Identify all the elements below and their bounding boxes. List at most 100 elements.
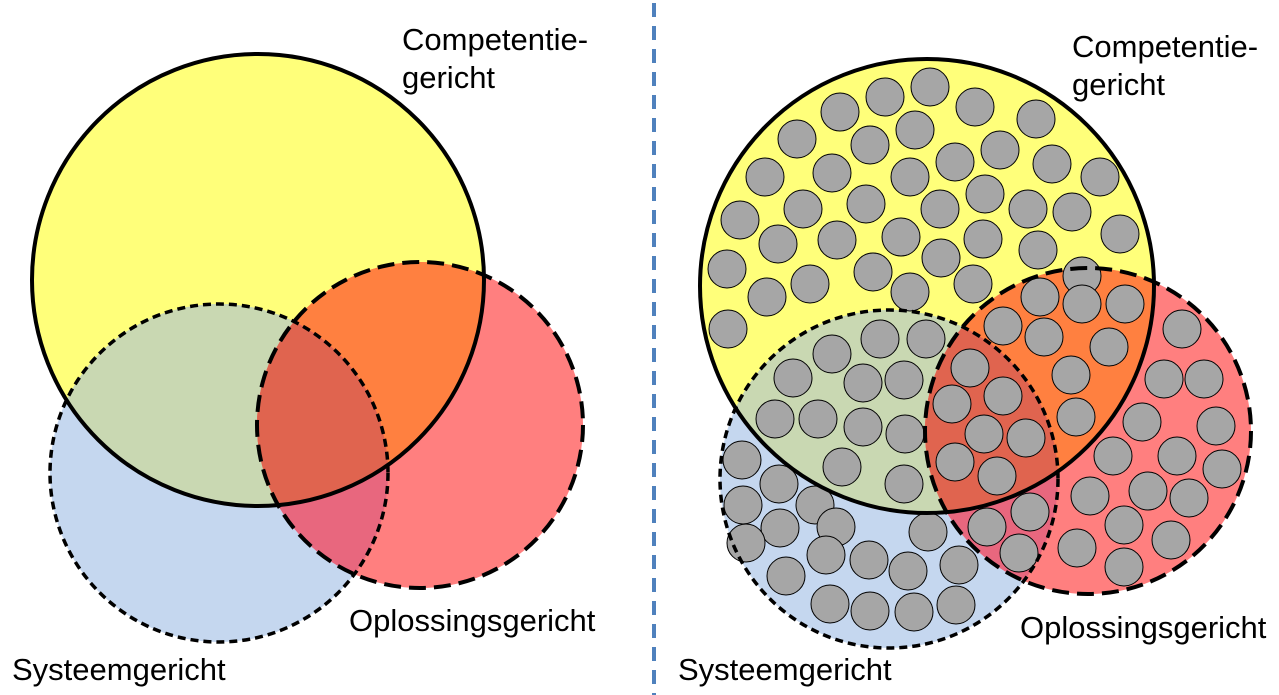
grey-dot [964, 414, 1004, 454]
right-venn [698, 57, 1253, 650]
grey-dot [759, 464, 799, 504]
grey-dot [773, 358, 813, 398]
right-label-oplossingsgericht: Oplossingsgericht [1020, 610, 1267, 645]
right-label-competentie-line1: Competentie- [1072, 29, 1259, 64]
grey-dot [820, 92, 860, 132]
left-label-competentie-line2: gericht [402, 60, 496, 95]
grey-dot [850, 591, 890, 631]
grey-dot [908, 512, 948, 552]
grey-dot [790, 264, 830, 304]
grey-dot [783, 189, 823, 229]
grey-dot [921, 238, 961, 278]
grey-dot [983, 376, 1023, 416]
right-oplossings-outline [923, 266, 1253, 596]
grey-dot [890, 272, 930, 312]
grey-dot [1169, 478, 1209, 518]
grey-dot [1196, 406, 1236, 446]
left-label-competentie-line1: Competentie- [402, 22, 589, 57]
grey-dot [760, 508, 800, 548]
grey-dot [1010, 492, 1050, 532]
grey-dot [755, 399, 795, 439]
right-competentie-outline [698, 57, 1156, 515]
grey-dot [980, 130, 1020, 170]
grey-dot [722, 440, 762, 480]
grey-dot [1151, 520, 1191, 560]
grey-dot [884, 360, 924, 400]
grey-dot [1020, 277, 1060, 317]
grey-dot [843, 407, 883, 447]
grey-dot [1070, 476, 1110, 516]
grey-dot [967, 507, 1007, 547]
right-label-competentie-line2: gericht [1072, 67, 1166, 102]
grey-dot [890, 157, 930, 197]
left-venn [30, 52, 585, 644]
grey-dot [1062, 284, 1102, 324]
grey-dot [888, 551, 928, 591]
grey-dot [983, 306, 1023, 346]
grey-dot [906, 319, 946, 359]
grey-dot [1052, 192, 1092, 232]
right-label-systeemgericht: Systeemgericht [678, 652, 892, 687]
grey-dot [955, 87, 995, 127]
left-oplossings-outline [255, 260, 585, 590]
grey-dot [747, 277, 787, 317]
grey-dot [1162, 309, 1202, 349]
grey-dot [932, 384, 972, 424]
grey-dot [843, 363, 883, 403]
grey-dot [860, 319, 900, 359]
left-competentie-outline [30, 52, 486, 508]
grey-dot [1018, 230, 1058, 270]
grey-dot [798, 399, 838, 439]
grey-dot [1051, 355, 1091, 395]
grey-dot [1008, 189, 1048, 229]
grey-dot [1024, 317, 1064, 357]
grey-dot [1184, 359, 1224, 399]
grey-dot [865, 77, 905, 117]
grey-dot [806, 535, 846, 575]
grey-dot [1016, 99, 1056, 139]
grey-dot [894, 592, 934, 632]
grey-dot [1093, 436, 1133, 476]
grey-dot [1128, 471, 1168, 511]
grey-dot [1100, 214, 1140, 254]
grey-dot [1080, 157, 1120, 197]
grey-dot [963, 219, 1003, 259]
grey-dot [766, 556, 806, 596]
grey-dot [1144, 359, 1184, 399]
grey-dot [935, 142, 975, 182]
grey-dot [1089, 327, 1129, 367]
grey-dot [884, 464, 924, 504]
grey-dot [720, 200, 760, 240]
grey-dot [708, 309, 748, 349]
grey-dot [885, 414, 925, 454]
grey-dot [1032, 144, 1072, 184]
grey-dot [812, 334, 852, 374]
grey-dot [1104, 547, 1144, 587]
grey-dot [881, 217, 921, 257]
grey-dot [745, 157, 785, 197]
grey-dot [822, 447, 862, 487]
grey-dot [939, 545, 979, 585]
grey-dot [936, 585, 976, 625]
grey-dot [965, 174, 1005, 214]
right-dots [707, 67, 1242, 632]
grey-dot [977, 456, 1017, 496]
grey-dot [723, 485, 763, 525]
grey-dot [920, 189, 960, 229]
grey-dot [758, 224, 798, 264]
grey-dot [1122, 402, 1162, 442]
grey-dot [999, 533, 1039, 573]
grey-dot [849, 540, 889, 580]
grey-dot [1104, 505, 1144, 545]
grey-dot [1157, 436, 1197, 476]
left-label-oplossingsgericht: Oplossingsgericht [349, 603, 596, 638]
grey-dot [810, 584, 850, 624]
grey-dot [950, 348, 990, 388]
grey-dot [726, 523, 766, 563]
grey-dot [910, 67, 950, 107]
grey-dot [707, 249, 747, 289]
left-overlap-yellow-red [257, 262, 484, 506]
grey-dot [953, 264, 993, 304]
grey-dot [1057, 528, 1097, 568]
